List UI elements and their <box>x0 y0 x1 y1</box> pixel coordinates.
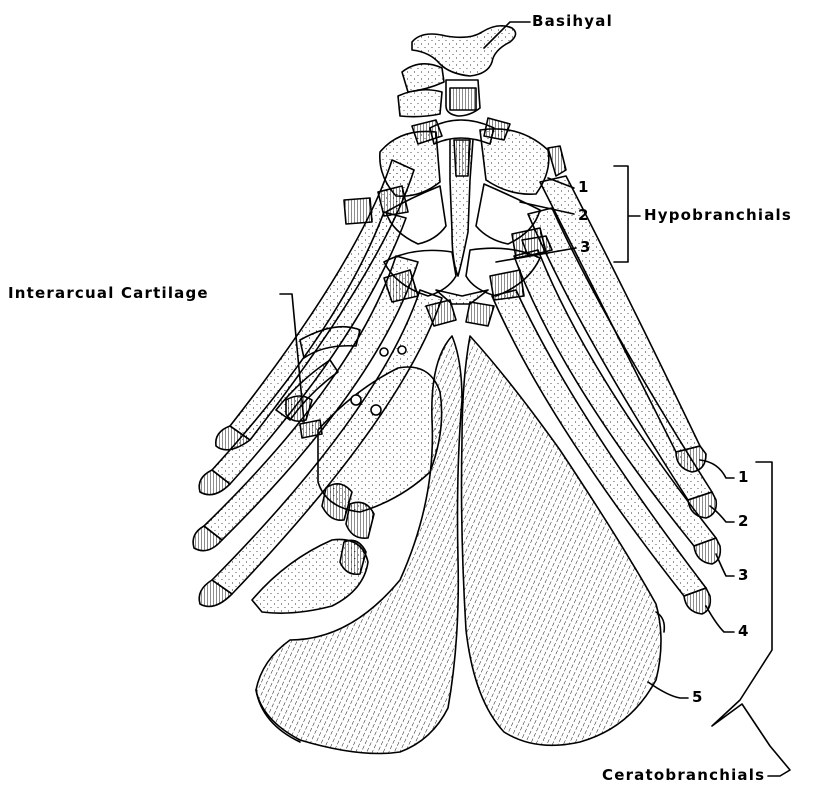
interarcual-cartilage-label: Interarcual Cartilage <box>8 286 209 301</box>
basihyal-bone <box>398 26 516 117</box>
ceratobranchial-number-4: 4 <box>738 624 748 639</box>
hypobranchial-number-2: 2 <box>578 208 588 223</box>
hypobranchial-number-1: 1 <box>578 180 588 195</box>
ceratobranchials-bracket <box>712 462 790 776</box>
hypobranchials-bracket <box>614 166 640 262</box>
ceratobranchials-label: Ceratobranchials <box>602 768 765 783</box>
ceratobranchial-number-2: 2 <box>738 514 748 529</box>
ceratobranchial-number-5: 5 <box>692 690 702 705</box>
ceratobranchial-number-1: 1 <box>738 470 748 485</box>
ceratobranchial-4-leader <box>706 606 734 632</box>
ceratobranchial-number-3: 3 <box>738 568 748 583</box>
hypobranchials-label: Hypobranchials <box>644 208 792 223</box>
hypobranchial-number-3: 3 <box>580 240 590 255</box>
basihyal-label: Basihyal <box>532 14 613 29</box>
